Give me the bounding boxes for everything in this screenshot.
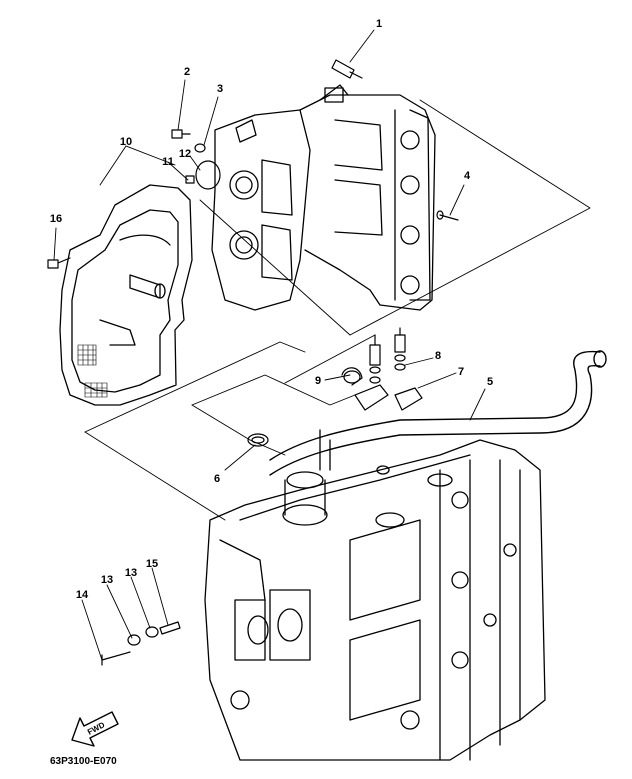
o-ring-12 xyxy=(195,160,221,190)
callout-6: 6 xyxy=(213,473,221,485)
fwd-arrow-icon xyxy=(71,711,119,747)
callout-11: 11 xyxy=(162,156,174,168)
cover-vent-mesh xyxy=(77,344,108,398)
callout-3: 3 xyxy=(216,83,224,95)
assembly-guide-lines xyxy=(84,99,591,521)
callout-2: 2 xyxy=(183,66,191,78)
intake-manifold xyxy=(299,84,436,311)
collar-bolt-parts xyxy=(101,621,181,666)
bolt-2 xyxy=(171,129,191,139)
hose-clamp xyxy=(247,433,269,447)
hose xyxy=(269,350,607,476)
callout-10: 10 xyxy=(119,136,133,148)
callout-15: 15 xyxy=(145,558,159,570)
callout-7: 7 xyxy=(457,366,465,378)
callout-4: 4 xyxy=(463,170,471,182)
callout-13-b: 13 xyxy=(124,567,138,579)
callout-13-a: 13 xyxy=(100,574,114,586)
callout-5: 5 xyxy=(486,376,494,388)
pin-11 xyxy=(185,175,195,184)
leader-lines xyxy=(53,29,486,661)
callout-8: 8 xyxy=(434,350,442,362)
bolt-16 xyxy=(47,257,71,269)
bolt-1 xyxy=(331,59,363,79)
bracket-parts xyxy=(341,327,423,411)
throttle-body-assembly xyxy=(211,109,311,311)
bolt-4 xyxy=(436,210,459,221)
washer-3 xyxy=(194,143,206,153)
silencer-cover xyxy=(59,184,193,406)
callout-1: 1 xyxy=(375,18,383,30)
callout-9: 9 xyxy=(314,375,322,387)
cylinder-block xyxy=(204,429,546,761)
diagram-code: 63P3100-E070 xyxy=(50,756,117,767)
callout-16: 16 xyxy=(49,213,63,225)
callout-12: 12 xyxy=(178,148,192,160)
callout-14: 14 xyxy=(75,589,89,601)
